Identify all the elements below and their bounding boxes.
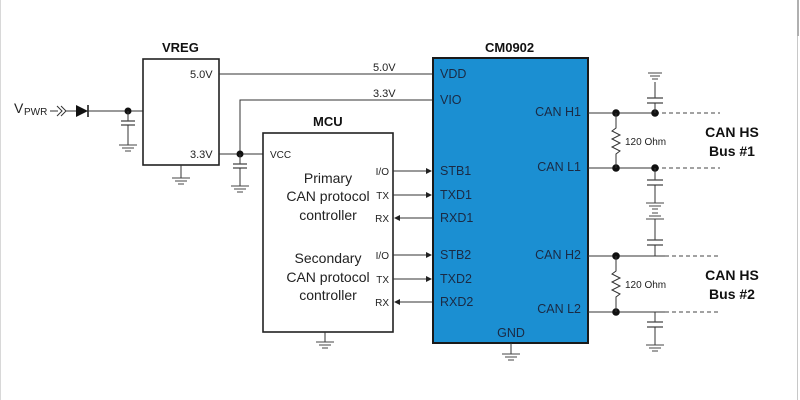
input-capacitor-icon	[119, 111, 137, 152]
pin-vio: VIO	[440, 93, 462, 107]
right-scroll-edge	[797, 0, 798, 400]
mcu-title: MCU	[313, 114, 343, 129]
bus1-h-capacitor-icon	[647, 72, 663, 113]
secondary-line1: Secondary	[295, 250, 362, 266]
bus2-label-line2: Bus #2	[709, 286, 755, 302]
primary-io-pin: I/O	[376, 167, 390, 178]
primary-rx-pin: RX	[375, 214, 389, 225]
bus1-label-line1: CAN HS	[705, 124, 759, 140]
resistor-icon	[610, 256, 622, 312]
rail-3v3-label: 3.3V	[373, 88, 396, 100]
vreg-ground-icon	[172, 165, 190, 185]
diode-icon	[76, 105, 88, 117]
mcu-block: MCU VCC Primary CAN protocol controller …	[262, 114, 394, 349]
vpwr-input: V PWR	[14, 100, 143, 152]
connector-chevrons-icon	[56, 105, 67, 117]
pin-rxd1: RXD1	[440, 211, 473, 225]
secondary-tx-pin: TX	[376, 275, 389, 286]
vreg-out-5v: 5.0V	[190, 69, 213, 81]
bus1-network: 120 Ohm	[588, 72, 720, 172]
primary-line3: controller	[299, 207, 357, 223]
transceiver-ground-icon	[502, 343, 520, 361]
transceiver-title: CM0902	[485, 40, 534, 55]
mcu-ground-icon	[316, 332, 334, 349]
resistor-icon	[610, 113, 622, 168]
vpwr-label: V	[14, 100, 24, 116]
bus1-label-line2: Bus #1	[709, 143, 755, 159]
primary-line2: CAN protocol	[286, 188, 369, 204]
secondary-rx-pin: RX	[375, 298, 389, 309]
vreg-box	[142, 58, 220, 166]
mcu-box	[262, 132, 394, 333]
vreg-block: VREG 5.0V 3.3V	[142, 40, 220, 185]
secondary-io-pin: I/O	[376, 251, 390, 262]
scrollbar-thumb[interactable]	[797, 0, 799, 36]
bus-shared-capacitors-icon	[646, 168, 664, 256]
pin-gnd: GND	[497, 326, 525, 340]
secondary-line2: CAN protocol	[286, 269, 369, 285]
pin-can-h2: CAN H2	[535, 248, 581, 262]
pin-txd1: TXD1	[440, 188, 472, 202]
pin-can-h1: CAN H1	[535, 105, 581, 119]
vreg-title: VREG	[162, 40, 199, 55]
vcc-capacitor-icon	[231, 154, 249, 193]
pin-can-l2: CAN L2	[537, 302, 581, 316]
secondary-line3: controller	[299, 287, 357, 303]
pin-txd2: TXD2	[440, 272, 472, 286]
bus2-network: 120 Ohm	[588, 252, 720, 352]
pin-stb2: STB2	[440, 248, 471, 262]
bus2-label-line1: CAN HS	[705, 267, 759, 283]
pin-can-l1: CAN L1	[537, 160, 581, 174]
primary-tx-pin: TX	[376, 191, 389, 202]
signal-wires	[393, 168, 433, 305]
left-border	[0, 0, 1, 400]
rail-3v3-wire	[239, 99, 433, 154]
transceiver-block: CM0902 VDD VIO STB1 TXD1 RXD1 STB2 TXD2 …	[432, 40, 589, 361]
bus2-resistor-label: 120 Ohm	[625, 280, 666, 291]
pin-rxd2: RXD2	[440, 295, 473, 309]
rail-5v-label: 5.0V	[373, 62, 396, 74]
mcu-vcc-label: VCC	[270, 150, 291, 161]
pin-stb1: STB1	[440, 164, 471, 178]
primary-line1: Primary	[304, 170, 352, 186]
bus1-resistor-label: 120 Ohm	[625, 137, 666, 148]
vreg-out-3v3: 3.3V	[190, 149, 213, 161]
pin-vdd: VDD	[440, 67, 466, 81]
bus2-l-capacitor-icon	[646, 312, 664, 352]
vpwr-subscript: PWR	[24, 107, 47, 118]
